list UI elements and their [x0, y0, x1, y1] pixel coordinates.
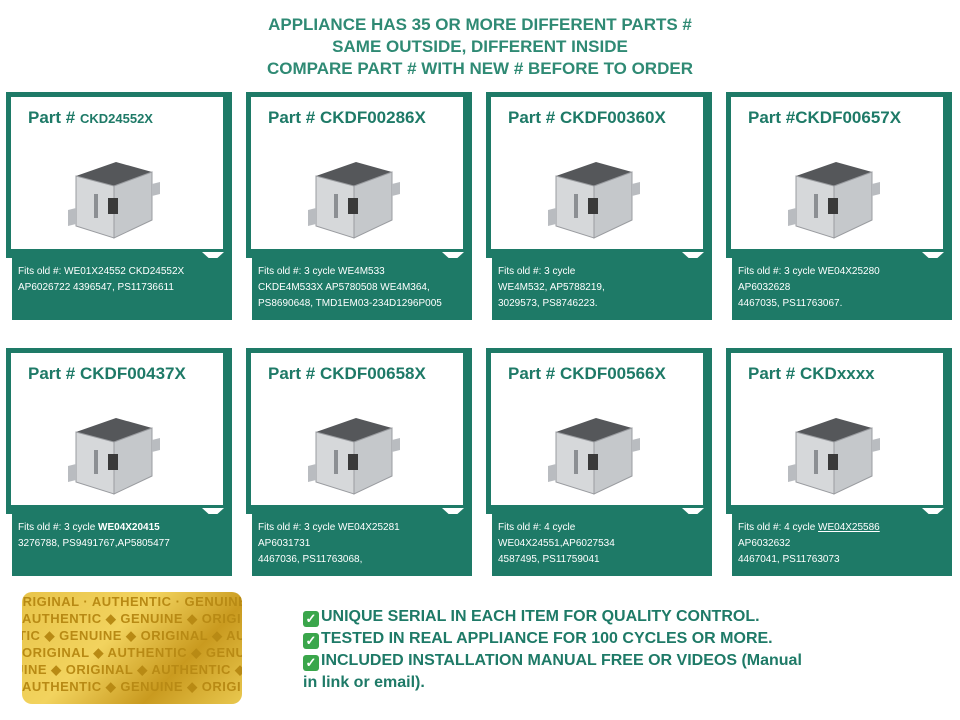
- pointer-arrow-icon: [922, 508, 944, 518]
- header-line-2: SAME OUTSIDE, DIFFERENT INSIDE: [332, 37, 628, 56]
- check-mark-icon: ✓: [303, 633, 319, 649]
- feature-item: ✓UNIQUE SERIAL IN EACH ITEM FOR QUALITY …: [303, 606, 933, 628]
- timer-switch-image: [68, 418, 160, 495]
- seal-text-row: ORIGINAL ◆ AUTHENTIC ◆ GENUINE ◆ OR: [22, 645, 242, 660]
- feature-item: ✓TESTED IN REAL APPLIANCE FOR 100 CYCLES…: [303, 628, 933, 650]
- timer-switch-image: [788, 418, 880, 495]
- part-title: Part # CKDF00286X: [268, 108, 426, 127]
- seal-text-row: ORIGINAL · AUTHENTIC · GENUINE · ORIGINA…: [22, 594, 242, 609]
- part-title: Part #CKDF00657X: [748, 108, 902, 127]
- check-mark-icon: ✓: [303, 611, 319, 627]
- seal-text-row: UINE ◆ ORIGINAL ◆ AUTHENTIC ◆ GENUINE: [22, 662, 242, 677]
- part-title: Part # CKDF00566X: [508, 364, 666, 383]
- header-line-1: APPLIANCE HAS 35 OR MORE DIFFERENT PARTS…: [268, 15, 692, 34]
- part-card[interactable]: Part # CKDxxxx Fits old #: 4 cycle WE04X…: [726, 348, 952, 578]
- check-mark-icon: ✓: [303, 655, 319, 671]
- pointer-arrow-icon: [682, 508, 704, 518]
- part-card[interactable]: Part #CKDF00657X Fits old #: 3 cycle WE0…: [726, 92, 952, 322]
- part-title: Part # CKDxxxx: [748, 364, 875, 383]
- pointer-arrow-icon: [922, 252, 944, 262]
- authenticity-hologram-seal: ORIGINAL · AUTHENTIC · GENUINE · ORIGINA…: [22, 592, 242, 704]
- header-line-3: COMPARE PART # WITH NEW # BEFORE TO ORDE…: [267, 59, 693, 78]
- part-card[interactable]: Part # CKD24552X Fits old #: WE01X24552 …: [6, 92, 232, 322]
- pointer-arrow-icon: [202, 252, 224, 262]
- timer-switch-image: [68, 162, 160, 239]
- timer-switch-image: [548, 162, 640, 239]
- seal-text-row: TIC ◆ GENUINE ◆ ORIGINAL ◆ AUTHENTIC: [22, 628, 242, 643]
- part-card[interactable]: Part # CKDF00286X Fits old #: 3 cycle WE…: [246, 92, 472, 322]
- part-title: Part # CKDF00437X: [28, 364, 186, 383]
- feature-list: ✓UNIQUE SERIAL IN EACH ITEM FOR QUALITY …: [303, 606, 933, 694]
- part-title: Part # CKDF00658X: [268, 364, 426, 383]
- feature-item-continuation: in link or email).: [303, 674, 425, 691]
- seal-text-row: AUTHENTIC ◆ GENUINE ◆ ORIGINAL ◆ AU: [22, 679, 242, 694]
- timer-switch-image: [788, 162, 880, 239]
- pointer-arrow-icon: [442, 508, 464, 518]
- timer-switch-image: [308, 418, 400, 495]
- part-title: Part # CKDF00360X: [508, 108, 666, 127]
- seal-text-row: AUTHENTIC ◆ GENUINE ◆ ORIGINAL ◆ AUTH: [22, 611, 242, 626]
- part-card[interactable]: Part # CKDF00658X Fits old #: 3 cycle WE…: [246, 348, 472, 578]
- header: APPLIANCE HAS 35 OR MORE DIFFERENT PARTS…: [0, 14, 960, 80]
- pointer-arrow-icon: [682, 252, 704, 262]
- part-title: Part # CKD24552X: [28, 108, 153, 127]
- pointer-arrow-icon: [442, 252, 464, 262]
- pointer-arrow-icon: [202, 508, 224, 518]
- part-card[interactable]: Part # CKDF00437X Fits old #: 3 cycle WE…: [6, 348, 232, 578]
- timer-switch-image: [308, 162, 400, 239]
- feature-item: ✓INCLUDED INSTALLATION MANUAL FREE OR VI…: [303, 650, 933, 672]
- timer-switch-image: [548, 418, 640, 495]
